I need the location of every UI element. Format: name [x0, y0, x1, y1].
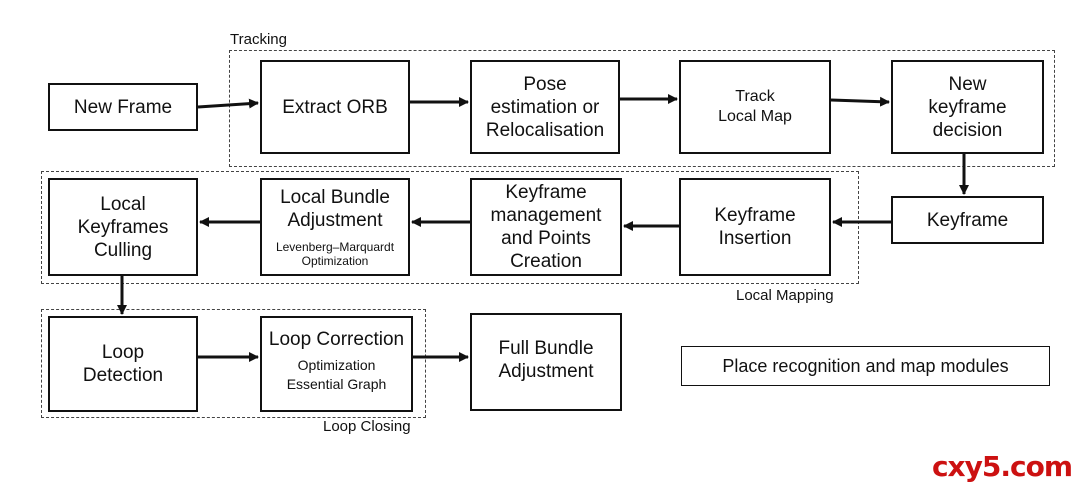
place-recognition-text: Place recognition and map modules [722, 355, 1009, 376]
loop-correction-title: Loop Correction [268, 329, 405, 350]
loop-closing-group [41, 309, 426, 418]
keyframe-text: Keyframe [926, 209, 1009, 231]
keyframe-box: Keyframe [891, 196, 1044, 244]
loop-correction-subtitle: Optimization Essential Graph [286, 357, 387, 392]
keyframe-insertion-text: Keyframe Insertion [714, 205, 796, 249]
extract-orb-box: Extract ORB [260, 60, 410, 154]
arrow-newframe-to-extract [197, 98, 259, 109]
local-bundle-adjustment-title: Local Bundle Adjustment [280, 187, 390, 231]
watermark-logo: cxy5.com [931, 450, 1073, 483]
keyframe-management-text: Keyframe management and Points Creation [490, 182, 602, 272]
full-bundle-adjustment-text: Full Bundle Adjustment [498, 338, 594, 382]
loop-closing-label: Loop Closing [323, 418, 411, 435]
local-bundle-adjustment-box: Local Bundle Adjustment Levenberg–Marqua… [260, 178, 410, 276]
tracking-label: Tracking [230, 31, 287, 48]
pose-estimation-text: Pose estimation or Relocalisation [485, 73, 605, 141]
extract-orb-text: Extract ORB [282, 96, 388, 118]
keyframe-management-box: Keyframe management and Points Creation [470, 178, 622, 276]
new-keyframe-decision-text: New keyframe decision [928, 73, 1007, 141]
local-keyframes-culling-box: Local Keyframes Culling [48, 178, 198, 276]
track-local-map-text: Track Local Map [718, 88, 792, 125]
full-bundle-adjustment-box: Full Bundle Adjustment [470, 313, 622, 411]
new-keyframe-decision-box: New keyframe decision [891, 60, 1044, 154]
track-local-map-box: Track Local Map [679, 60, 831, 154]
loop-detection-box: Loop Detection [48, 316, 198, 412]
pose-estimation-box: Pose estimation or Relocalisation [470, 60, 620, 154]
local-keyframes-culling-text: Local Keyframes Culling [77, 193, 169, 261]
loop-detection-text: Loop Detection [82, 342, 164, 386]
new-frame-text: New Frame [73, 96, 173, 118]
local-mapping-label: Local Mapping [736, 287, 834, 304]
local-mapping-group [41, 171, 859, 284]
loop-correction-box: Loop Correction Optimization Essential G… [260, 316, 413, 412]
keyframe-insertion-box: Keyframe Insertion [679, 178, 831, 276]
place-recognition-box: Place recognition and map modules [681, 346, 1050, 386]
arrow-track-to-decision [830, 96, 890, 107]
new-frame-box: New Frame [48, 83, 198, 131]
tracking-group [229, 50, 1055, 167]
local-bundle-adjustment-subtitle: Levenberg–Marquardt Optimization [275, 240, 395, 268]
